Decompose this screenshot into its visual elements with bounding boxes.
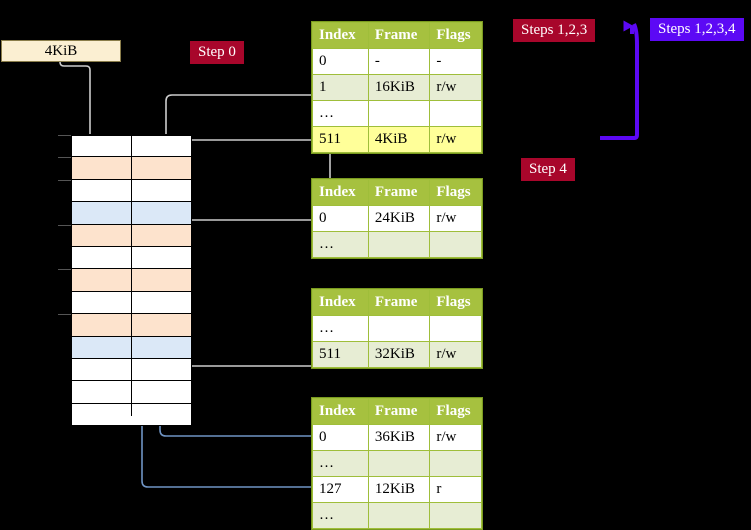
table-cell: r/w <box>429 424 482 451</box>
table-cell <box>429 315 482 342</box>
table-cell: 32KiB <box>367 341 431 368</box>
memory-tick-mark <box>58 179 71 181</box>
table-cell: 36KiB <box>367 424 431 451</box>
table-cell: 511 <box>312 126 369 153</box>
table-row: 0-- <box>312 48 482 75</box>
column-header-frame: Frame <box>367 179 431 206</box>
table-cell: … <box>312 100 369 127</box>
table-cell: 511 <box>312 341 369 368</box>
column-header-frame: Frame <box>367 22 431 49</box>
table-row: … <box>312 315 482 342</box>
memory-tick-mark <box>58 314 71 316</box>
table-cell: 0 <box>312 205 369 232</box>
table-cell: r/w <box>429 205 482 232</box>
column-header-flags: Flags <box>429 179 482 206</box>
table-cell: 127 <box>312 476 369 503</box>
steps-1234-label: Steps 1,2,3,4 <box>650 18 744 41</box>
memory-tick-mark <box>58 269 71 271</box>
steps-123-label: Steps 1,2,3 <box>513 19 596 42</box>
table-cell <box>429 450 482 477</box>
column-header-flags: Flags <box>429 398 482 425</box>
table-cell <box>367 450 431 477</box>
table-cell: r/w <box>429 126 482 153</box>
step-4-label: Step 4 <box>521 158 575 181</box>
column-header-index: Index <box>312 398 369 425</box>
table-row: … <box>312 231 482 258</box>
table-cell: r/w <box>429 74 482 101</box>
memory-column-divider <box>131 135 132 416</box>
step-0-label: Step 0 <box>190 41 244 64</box>
column-header-flags: Flags <box>429 289 482 316</box>
column-header-index: Index <box>312 289 369 316</box>
table-cell: 0 <box>312 424 369 451</box>
table-cell: 4KiB <box>367 126 431 153</box>
column-header-index: Index <box>312 179 369 206</box>
table-row: … <box>312 502 482 529</box>
column-header-index: Index <box>312 22 369 49</box>
table-cell: 0 <box>312 48 369 75</box>
table-cell: … <box>312 450 369 477</box>
table-cell: r/w <box>429 341 482 368</box>
table-cell <box>367 100 431 127</box>
table-row: … <box>312 100 482 127</box>
column-header-frame: Frame <box>367 289 431 316</box>
mem-size-label: 4KiB <box>1 40 121 62</box>
table-row: … <box>312 450 482 477</box>
table-cell: 1 <box>312 74 369 101</box>
table-cell: - <box>429 48 482 75</box>
column-header-flags: Flags <box>429 22 482 49</box>
table-cell: 24KiB <box>367 205 431 232</box>
table-cell <box>367 231 431 258</box>
memory-tick-mark <box>58 135 71 136</box>
table-cell: 16KiB <box>367 74 431 101</box>
memory-tick-mark <box>58 224 71 226</box>
table-cell <box>429 502 482 529</box>
memory-tick-mark <box>58 157 71 159</box>
table-cell <box>367 315 431 342</box>
table-cell <box>429 231 482 258</box>
table-cell: 12KiB <box>367 476 431 503</box>
table-cell: … <box>312 231 369 258</box>
table-cell: r <box>429 476 482 503</box>
table-cell <box>367 502 431 529</box>
column-header-frame: Frame <box>367 398 431 425</box>
table-cell: … <box>312 502 369 529</box>
table-cell: - <box>367 48 431 75</box>
table-cell: … <box>312 315 369 342</box>
physical-memory-column <box>58 134 192 427</box>
table-cell <box>429 100 482 127</box>
